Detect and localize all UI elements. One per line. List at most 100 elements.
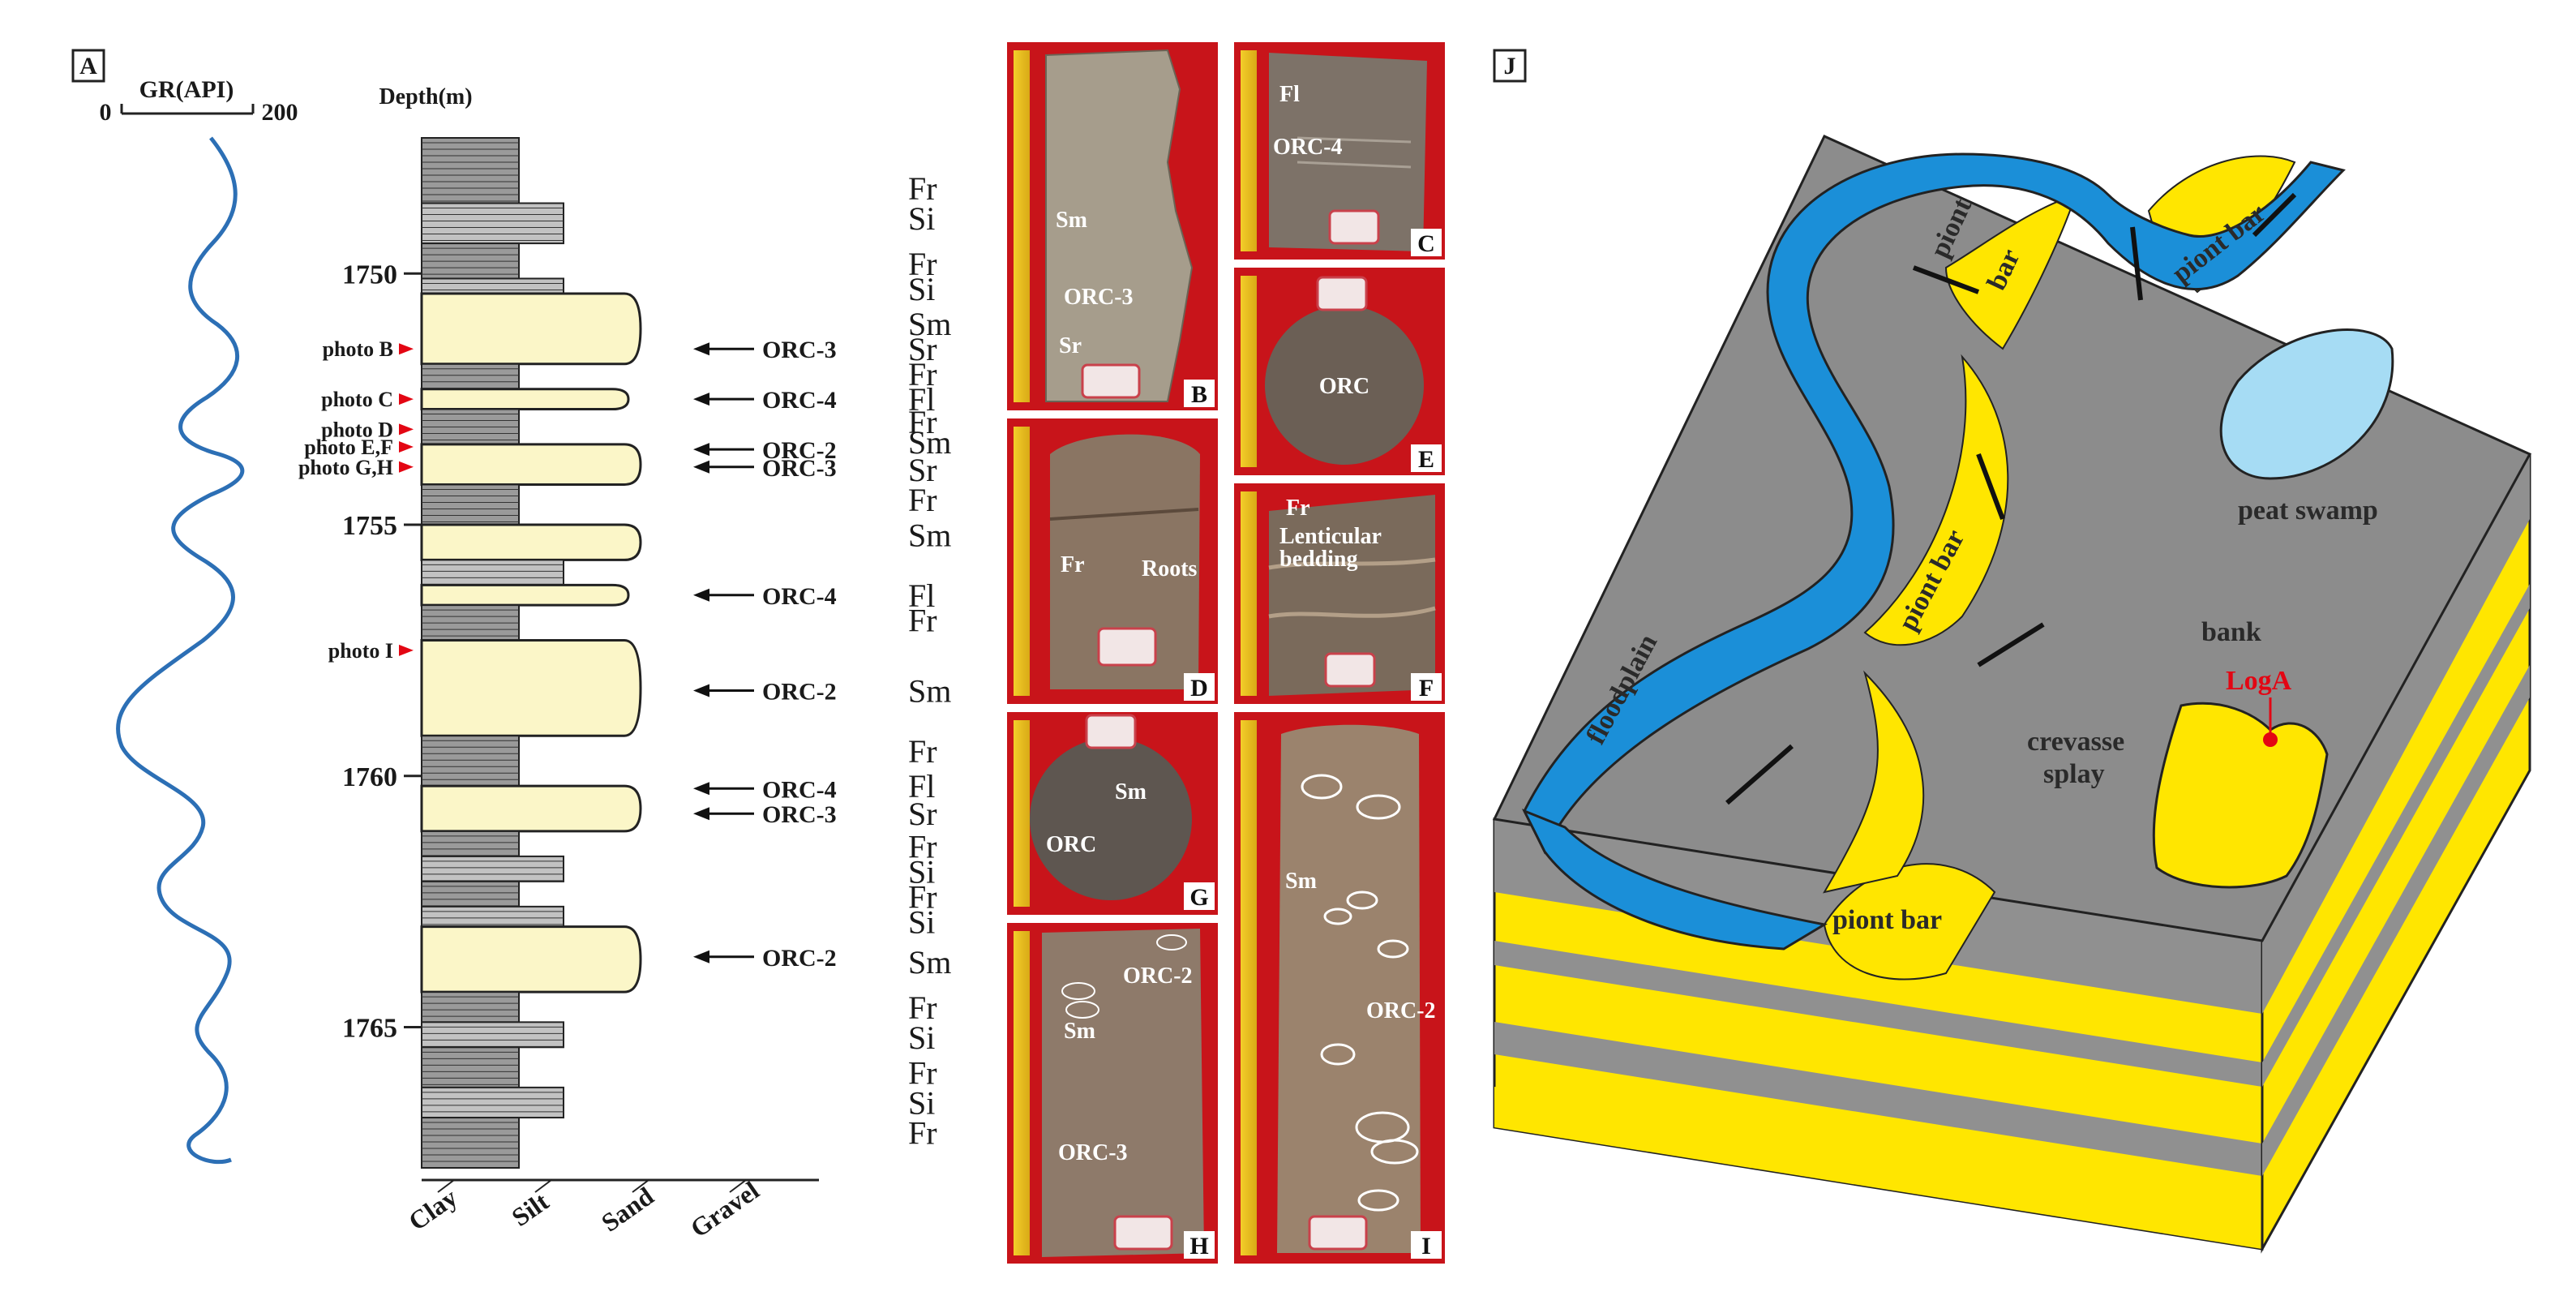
photo-marker-label: photo B [323, 337, 393, 361]
point-bar-middle [1863, 354, 2009, 646]
photo-panel-h: ORC-2 Sm ORC-3 H [1007, 923, 1218, 1264]
panel-b-label-sm: Sm [1056, 208, 1087, 233]
orc-arrow-head [693, 393, 709, 406]
facies-code: Fl [908, 381, 935, 418]
photo-marker-arrow [399, 343, 414, 355]
clay-bed [421, 483, 520, 526]
grain-size-label: Sand [596, 1181, 659, 1237]
panel-i-letter: I [1421, 1233, 1431, 1260]
gray-layer-right [2262, 454, 2530, 1014]
orc-label: ORC-3 [762, 801, 837, 828]
orc-arrow-head [693, 342, 709, 356]
facies-code: Fr [908, 878, 937, 915]
photo-marker-label: photo E,F [304, 436, 393, 459]
ruler [1241, 276, 1257, 467]
panel-f-label-lenticular: Lenticular [1279, 524, 1382, 549]
panel-d-letter: D [1190, 675, 1208, 702]
panel-g-label-orc: ORC [1046, 832, 1096, 857]
meandering-channel [1523, 152, 2346, 855]
silt-bed [421, 855, 564, 882]
core-sample-f [1269, 495, 1435, 696]
facies-code: Sr [908, 452, 937, 488]
photo-marker-arrow [399, 441, 414, 453]
photo-panel-f: Fr Lenticular bedding F [1234, 483, 1445, 704]
lenticular-lamina [1268, 557, 1436, 570]
orc-arrow-head [693, 950, 709, 963]
orc-label: ORC-4 [762, 387, 837, 414]
panel-a-label: A [79, 53, 97, 79]
orc-arrow-head [693, 684, 709, 697]
sandstone-bed [420, 443, 642, 486]
ruler [1014, 427, 1030, 696]
ruler [1014, 931, 1030, 1255]
orc-nodule [1301, 774, 1343, 800]
gray-layer-right [2262, 665, 2530, 1176]
facies-code: Fr [908, 989, 937, 1026]
panel-h-label-orc2: ORC-2 [1123, 963, 1193, 989]
gr-min: 0 [100, 99, 112, 126]
facies-code: Sr [908, 796, 937, 832]
clay-bed [421, 1046, 520, 1088]
sandstone-bed [420, 784, 642, 833]
sandstone-bed [420, 388, 630, 411]
silt-bed [421, 905, 564, 928]
orc-markers: ORC-3ORC-4ORC-2ORC-3ORC-4ORC-2ORC-4ORC-3… [693, 337, 837, 972]
flow-arrow [1977, 622, 2045, 667]
panel-c-label-orc4: ORC-4 [1273, 135, 1343, 160]
label-point-bar-lower: piont bar [1832, 905, 1942, 935]
panel-f-letter: F [1419, 675, 1434, 702]
orc-arrow-head [693, 782, 709, 796]
gray-layer [1494, 1022, 2262, 1176]
facies-code: Fr [908, 733, 937, 770]
panel-e-letter-bg [1411, 444, 1442, 472]
silt-bed [421, 1021, 564, 1049]
depth-label: 1760 [342, 762, 397, 792]
flow-arrow [2130, 226, 2143, 301]
lithology-column [420, 137, 642, 1169]
orc-nodule [1370, 1139, 1419, 1165]
orc-nodule [1357, 1189, 1399, 1212]
panel-b-label-orc3: ORC-3 [1064, 285, 1134, 310]
panel-d-label-roots: Roots [1142, 556, 1198, 581]
label-peat-swamp: peat swamp [2238, 496, 2378, 526]
panel-f-letter-bg [1411, 673, 1442, 701]
label-splay: splay [2043, 759, 2105, 789]
clay-bed [421, 735, 520, 787]
photo-marker-arrow [399, 423, 414, 436]
facies-code: Fr [908, 1054, 937, 1091]
facies-code: Sm [908, 944, 951, 981]
panel-e-label-orc: ORC [1319, 374, 1369, 399]
flow-arrow [1976, 453, 2005, 521]
facies-code: Fr [908, 829, 937, 865]
facies-code: Si [908, 1019, 935, 1056]
panel-h-letter-bg [1184, 1231, 1215, 1259]
panel-i-label-orc2: ORC-2 [1366, 998, 1436, 1023]
panel-i-label-sm: Sm [1285, 869, 1317, 894]
panel-c-letter: C [1417, 230, 1435, 257]
facies-code: Si [908, 1084, 935, 1121]
peat-swamp [2219, 328, 2394, 480]
panel-h-label-sm: Sm [1064, 1019, 1095, 1044]
panel-g-label-sm: Sm [1115, 779, 1147, 805]
label-log-a: LogA [2226, 666, 2292, 696]
grain-size-label: Silt [506, 1187, 554, 1232]
orc-nodule [1065, 1001, 1099, 1019]
lamina [1297, 136, 1412, 144]
orc-label: ORC-2 [762, 945, 837, 972]
orc-nodule [1320, 1043, 1356, 1066]
lamina [1297, 161, 1412, 169]
photo-marker-label: photo D [321, 418, 393, 441]
core-sample-h [1042, 929, 1204, 1257]
orc-arrow-head [693, 588, 709, 602]
panel-h-letter: H [1189, 1233, 1208, 1260]
photo-marker-label: photo I [328, 639, 393, 663]
facies-code: Si [908, 200, 935, 237]
facies-code: Fr [908, 404, 937, 440]
photo-marker-arrow [399, 461, 414, 473]
photo-marker-label: photo G,H [298, 456, 393, 479]
panel-a: A GR(API) 0 200 Depth(m) 175017551760176… [71, 49, 951, 1243]
sample-tag [1324, 652, 1376, 688]
sandstone-bed [420, 523, 642, 561]
